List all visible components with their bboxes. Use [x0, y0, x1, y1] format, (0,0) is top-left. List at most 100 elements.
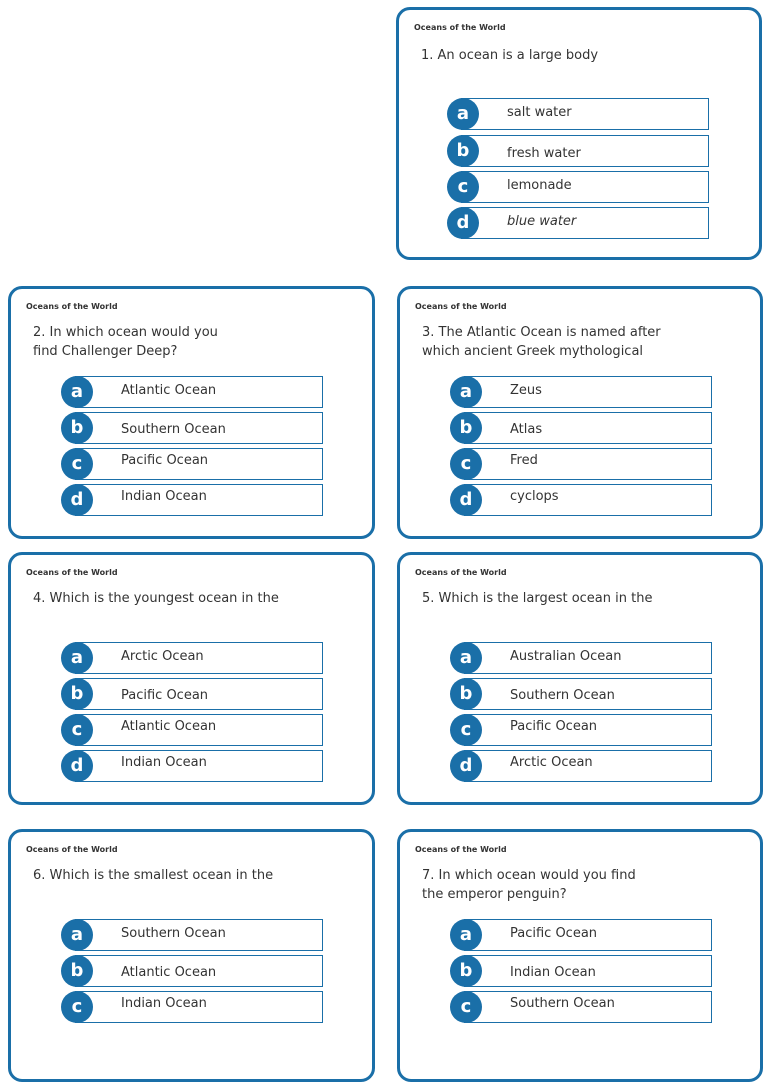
- answer-option-c[interactable]: c Fred: [450, 448, 712, 480]
- answer-text: Indian Ocean: [121, 489, 207, 504]
- answer-letter-badge: a: [447, 98, 479, 130]
- answer-option-d[interactable]: d cyclops: [450, 484, 712, 516]
- quiz-card-1: Oceans of the World 1. An ocean is a lar…: [396, 7, 762, 260]
- answer-letter-badge: d: [61, 750, 93, 782]
- answer-option-b[interactable]: b Atlantic Ocean: [61, 955, 323, 987]
- answer-box: [464, 714, 712, 746]
- answer-letter-badge: c: [450, 991, 482, 1023]
- question-text: 6. Which is the smallest ocean in the: [33, 868, 274, 883]
- answer-letter-badge: b: [61, 678, 93, 710]
- answer-text: Pacific Ocean: [121, 453, 209, 468]
- card-header: Oceans of the World: [26, 302, 118, 311]
- question-text: 1. An ocean is a large body: [421, 48, 599, 63]
- question-text: 4. Which is the youngest ocean in the: [33, 591, 279, 606]
- answer-text: Indian Ocean: [121, 755, 207, 770]
- answer-letter-badge: c: [450, 448, 482, 480]
- answer-box: [464, 376, 712, 408]
- answer-box: [75, 714, 323, 746]
- answer-box: [75, 376, 323, 408]
- answer-box: [464, 991, 712, 1023]
- quiz-card-3: Oceans of the World 3. The Atlantic Ocea…: [397, 286, 763, 539]
- answer-box: [75, 750, 323, 782]
- answer-box: [461, 207, 709, 239]
- answer-box: [75, 991, 323, 1023]
- answer-option-b[interactable]: b fresh water: [447, 135, 709, 167]
- card-header: Oceans of the World: [415, 568, 507, 577]
- answer-box: [75, 642, 323, 674]
- answer-text: Atlantic Ocean: [121, 383, 217, 398]
- answer-text: salt water: [507, 105, 572, 120]
- answer-option-c[interactable]: c Pacific Ocean: [450, 714, 712, 746]
- answer-option-b[interactable]: b Southern Ocean: [61, 412, 323, 444]
- answer-box: [75, 412, 323, 444]
- answer-letter-badge: b: [450, 412, 482, 444]
- answer-option-c[interactable]: c Pacific Ocean: [61, 448, 323, 480]
- answer-box: [464, 412, 712, 444]
- card-header: Oceans of the World: [415, 845, 507, 854]
- answer-letter-badge: d: [450, 750, 482, 782]
- answer-letter-badge: c: [61, 991, 93, 1023]
- answer-text: Southern Ocean: [121, 422, 226, 437]
- answer-box: [464, 678, 712, 710]
- answer-text: Atlantic Ocean: [121, 965, 217, 980]
- answer-option-b[interactable]: b Southern Ocean: [450, 678, 712, 710]
- answer-letter-badge: c: [447, 171, 479, 203]
- answer-text: Arctic Ocean: [121, 649, 204, 664]
- answer-box: [75, 919, 323, 951]
- answer-option-a[interactable]: a salt water: [447, 98, 709, 130]
- answer-text: Fred: [510, 453, 538, 468]
- answer-box: [461, 98, 709, 130]
- quiz-card-6: Oceans of the World 6. Which is the smal…: [8, 829, 375, 1082]
- answer-option-b[interactable]: b Indian Ocean: [450, 955, 712, 987]
- answer-text: Australian Ocean: [510, 649, 622, 664]
- question-text: 5. Which is the largest ocean in the: [422, 591, 653, 606]
- answer-text: Southern Ocean: [510, 688, 615, 703]
- answer-option-a[interactable]: a Atlantic Ocean: [61, 376, 323, 408]
- answer-option-a[interactable]: a Arctic Ocean: [61, 642, 323, 674]
- answer-letter-badge: a: [450, 376, 482, 408]
- answer-box: [75, 955, 323, 987]
- answer-letter-badge: d: [61, 484, 93, 516]
- answer-text: Zeus: [510, 383, 542, 398]
- answer-option-b[interactable]: b Pacific Ocean: [61, 678, 323, 710]
- answer-box: [464, 919, 712, 951]
- answer-letter-badge: b: [447, 135, 479, 167]
- answer-letter-badge: a: [61, 376, 93, 408]
- answer-letter-badge: d: [447, 207, 479, 239]
- answer-text: Atlantic Ocean: [121, 719, 217, 734]
- answer-letter-badge: b: [450, 678, 482, 710]
- answer-option-d[interactable]: d Indian Ocean: [61, 750, 323, 782]
- answer-option-a[interactable]: a Pacific Ocean: [450, 919, 712, 951]
- answer-box: [461, 171, 709, 203]
- answer-option-c[interactable]: c Atlantic Ocean: [61, 714, 323, 746]
- answer-text: Arctic Ocean: [510, 755, 593, 770]
- answer-option-c[interactable]: c lemonade: [447, 171, 709, 203]
- answer-option-a[interactable]: a Zeus: [450, 376, 712, 408]
- answer-box: [464, 750, 712, 782]
- answer-box: [461, 135, 709, 167]
- answer-box: [75, 484, 323, 516]
- answer-text: Southern Ocean: [510, 996, 615, 1011]
- answer-option-d[interactable]: d blue water: [447, 207, 709, 239]
- answer-box: [75, 448, 323, 480]
- answer-option-a[interactable]: a Southern Ocean: [61, 919, 323, 951]
- quiz-card-7: Oceans of the World 7. In which ocean wo…: [397, 829, 763, 1082]
- answer-text: cyclops: [510, 489, 559, 504]
- answer-option-b[interactable]: b Atlas: [450, 412, 712, 444]
- answer-option-d[interactable]: d Arctic Ocean: [450, 750, 712, 782]
- answer-letter-badge: c: [61, 448, 93, 480]
- answer-text: blue water: [507, 214, 577, 229]
- answer-text: Pacific Ocean: [121, 688, 209, 703]
- answer-text: lemonade: [507, 178, 572, 193]
- card-header: Oceans of the World: [26, 568, 118, 577]
- quiz-card-4: Oceans of the World 4. Which is the youn…: [8, 552, 375, 805]
- answer-option-c[interactable]: c Indian Ocean: [61, 991, 323, 1023]
- answer-box: [464, 448, 712, 480]
- answer-option-d[interactable]: d Indian Ocean: [61, 484, 323, 516]
- answer-letter-badge: b: [61, 412, 93, 444]
- answer-letter-badge: b: [450, 955, 482, 987]
- card-header: Oceans of the World: [415, 302, 507, 311]
- answer-option-c[interactable]: c Southern Ocean: [450, 991, 712, 1023]
- answer-option-a[interactable]: a Australian Ocean: [450, 642, 712, 674]
- answer-letter-badge: a: [450, 642, 482, 674]
